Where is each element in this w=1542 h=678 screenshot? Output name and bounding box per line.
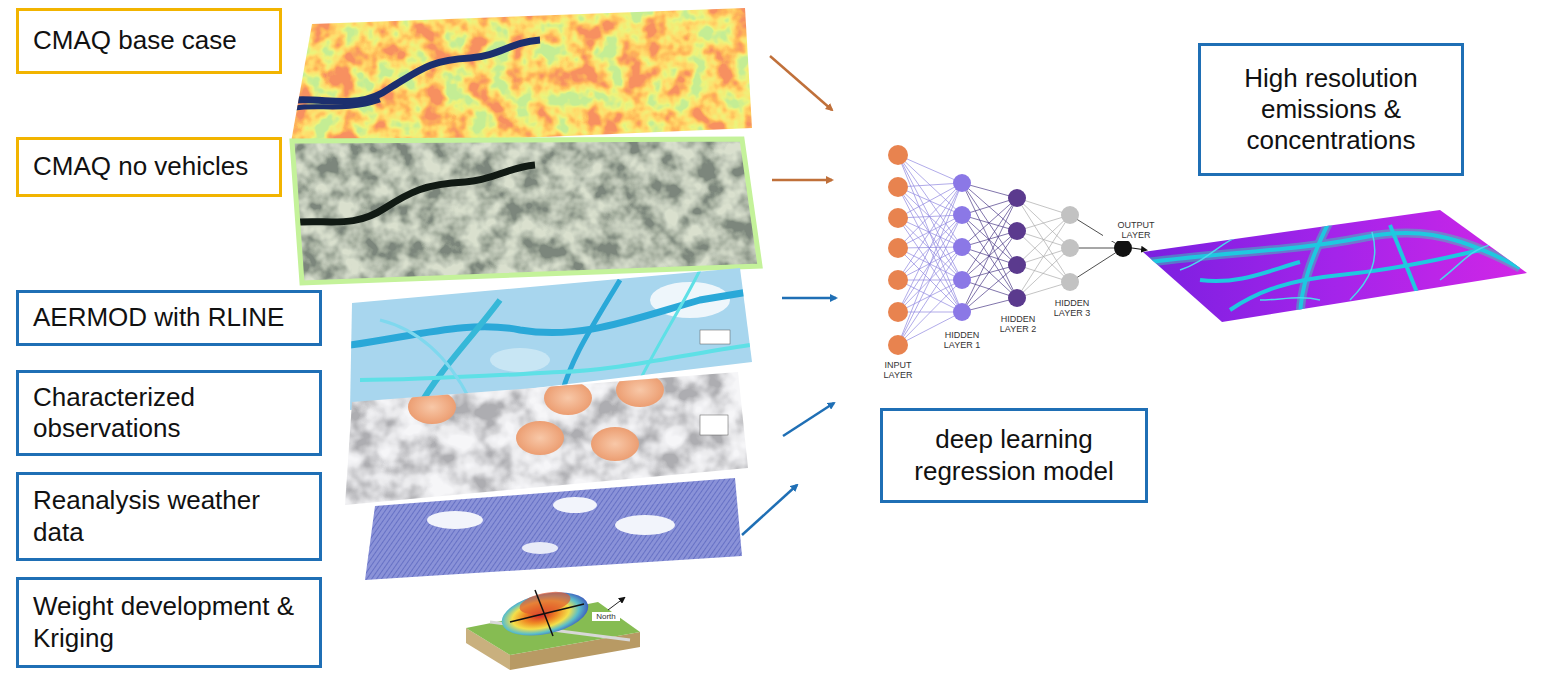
box-label: CMAQ no vehicles <box>33 151 265 182</box>
cmaq-no-vehicles-map <box>280 130 770 290</box>
output-map <box>1140 205 1530 325</box>
layer-label: OUTPUT LAYER <box>1103 220 1169 241</box>
text-box: High resolution emissions & concentratio… <box>1198 43 1464 176</box>
box-label: Reanalysis weather data <box>33 485 305 547</box>
text-box: CMAQ base case <box>16 8 282 74</box>
box-label: Weight development & Kriging <box>33 591 305 653</box>
text-box: AERMOD with RLINE <box>16 290 322 346</box>
layer-label: North <box>592 612 620 621</box>
box-label: Characterized observations <box>33 382 305 444</box>
cmaq-base-map <box>280 0 760 160</box>
kriging-block <box>466 585 640 670</box>
box-label: AERMOD with RLINE <box>33 302 305 333</box>
text-box: CMAQ no vehicles <box>16 137 282 197</box>
layer-label: INPUT LAYER <box>881 360 915 381</box>
layer-label: HIDDEN LAYER 3 <box>1049 298 1095 319</box>
text-box: Reanalysis weather data <box>16 472 322 561</box>
text-box: Characterized observations <box>16 370 322 456</box>
text-box: Weight development & Kriging <box>16 577 322 668</box>
weather-map <box>360 470 750 585</box>
box-label: CMAQ base case <box>33 25 265 56</box>
layer-label: HIDDEN LAYER 1 <box>939 330 985 351</box>
neural-network <box>888 145 1146 355</box>
box-label: High resolution emissions & concentratio… <box>1215 63 1447 157</box>
box-label: deep learning regression model <box>897 424 1131 486</box>
text-box: deep learning regression model <box>880 408 1148 503</box>
layer-label: HIDDEN LAYER 2 <box>995 314 1041 335</box>
